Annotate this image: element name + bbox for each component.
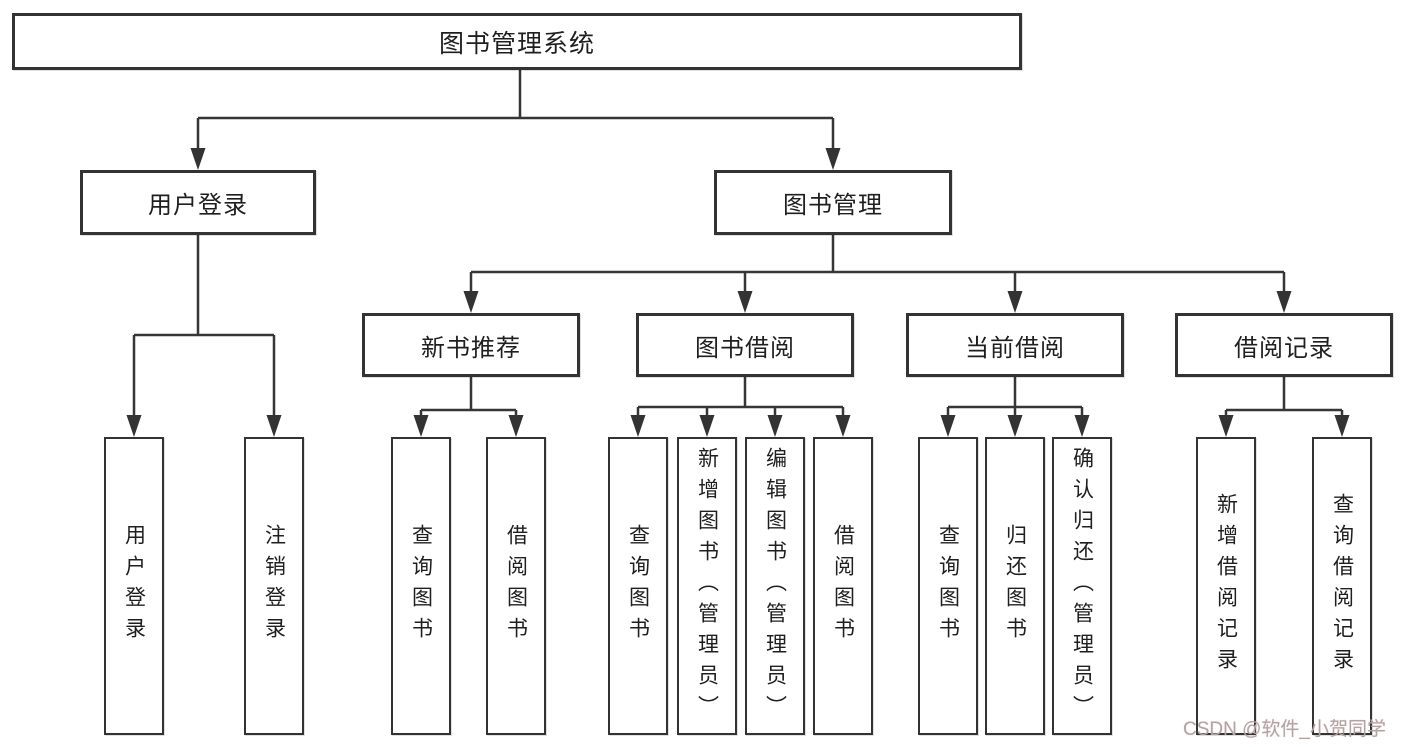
arrowhead-icon: [767, 415, 783, 437]
leaf-query-borrow-record-label: 查询借阅记录: [1330, 493, 1354, 679]
arrowhead-icon: [1074, 415, 1090, 437]
arrowhead-icon: [699, 415, 715, 437]
node-borrowing-records: 借阅记录: [1175, 313, 1393, 377]
arrowhead-icon: [126, 415, 142, 437]
arrowhead-icon: [940, 415, 956, 437]
leaf-query-borrow-record: 查询借阅记录: [1312, 437, 1372, 735]
node-book-management-label: 图书管理: [783, 192, 883, 219]
leaf-query-books-borrowing: 查询图书: [608, 437, 668, 735]
connector-newbook-to-children: [419, 377, 518, 425]
leaf-query-books-current: 查询图书: [918, 437, 978, 735]
arrowhead-icon: [1007, 291, 1023, 313]
watermark: CSDN @软件_小贺同学: [1183, 719, 1386, 740]
arrowhead-icon: [266, 415, 282, 437]
leaf-logout: 注销登录: [244, 437, 304, 735]
arrowhead-icon: [1218, 415, 1234, 437]
node-borrowing-records-label: 借阅记录: [1234, 334, 1334, 362]
leaf-add-book-admin-label: 新增图书（管理员）: [695, 446, 719, 726]
node-current-borrowing: 当前借阅: [906, 313, 1124, 377]
node-root-label: 图书管理系统: [438, 29, 595, 58]
node-new-book-recommend: 新书推荐: [362, 313, 580, 377]
connector-userlogin-to-children: [132, 235, 276, 425]
node-new-book-recommend-label: 新书推荐: [421, 334, 521, 362]
leaf-add-borrow-record-label: 新增借阅记录: [1214, 493, 1238, 679]
leaf-confirm-return-admin-label: 确认归还（管理员）: [1070, 446, 1094, 726]
arrowhead-icon: [1276, 291, 1292, 313]
arrowhead-icon: [463, 291, 479, 313]
node-user-login-label: 用户登录: [148, 192, 248, 219]
leaf-add-borrow-record: 新增借阅记录: [1196, 437, 1256, 735]
leaf-borrow-books-borrowing-label: 借阅图书: [831, 524, 855, 648]
connector-root-to-level2: [196, 70, 835, 152]
arrowhead-icon: [835, 415, 851, 437]
leaf-edit-book-admin-label: 编辑图书（管理员）: [763, 446, 787, 726]
leaf-user-login: 用户登录: [104, 437, 164, 735]
leaf-edit-book-admin: 编辑图书（管理员）: [745, 437, 805, 735]
leaf-return-book-label: 归还图书: [1003, 524, 1027, 648]
arrowhead-icon: [737, 291, 753, 313]
leaf-borrow-books-borrowing: 借阅图书: [813, 437, 873, 735]
arrowhead-icon: [1334, 415, 1350, 437]
node-user-login: 用户登录: [80, 170, 316, 235]
arrowhead-icon: [508, 415, 524, 437]
leaf-query-books-borrowing-label: 查询图书: [626, 524, 650, 648]
arrowhead-icon: [190, 148, 206, 170]
leaf-query-books-recommend: 查询图书: [391, 437, 451, 735]
arrowheads: [126, 148, 1350, 437]
arrowhead-icon: [413, 415, 429, 437]
node-book-borrowing: 图书借阅: [636, 313, 854, 377]
leaf-return-book: 归还图书: [985, 437, 1045, 735]
node-book-borrowing-label: 图书借阅: [695, 334, 795, 362]
arrowhead-icon: [1007, 415, 1023, 437]
leaf-borrow-books-recommend: 借阅图书: [486, 437, 546, 735]
leaf-add-book-admin: 新增图书（管理员）: [677, 437, 737, 735]
connector-records-to-children: [1224, 377, 1344, 425]
node-root: 图书管理系统: [12, 13, 1022, 70]
connector-borrow-to-children: [636, 377, 845, 425]
node-current-borrowing-label: 当前借阅: [965, 334, 1065, 362]
leaf-query-books-recommend-label: 查询图书: [409, 524, 433, 648]
arrowhead-icon: [630, 415, 646, 437]
leaf-confirm-return-admin: 确认归还（管理员）: [1052, 437, 1112, 735]
node-book-management: 图书管理: [714, 170, 952, 235]
arrowhead-icon: [825, 148, 841, 170]
connector-bookmgmt-to-level3: [469, 235, 1286, 295]
leaf-logout-label: 注销登录: [262, 524, 286, 648]
leaf-query-books-current-label: 查询图书: [936, 524, 960, 648]
leaf-borrow-books-recommend-label: 借阅图书: [504, 524, 528, 648]
leaf-user-login-label: 用户登录: [122, 524, 146, 648]
